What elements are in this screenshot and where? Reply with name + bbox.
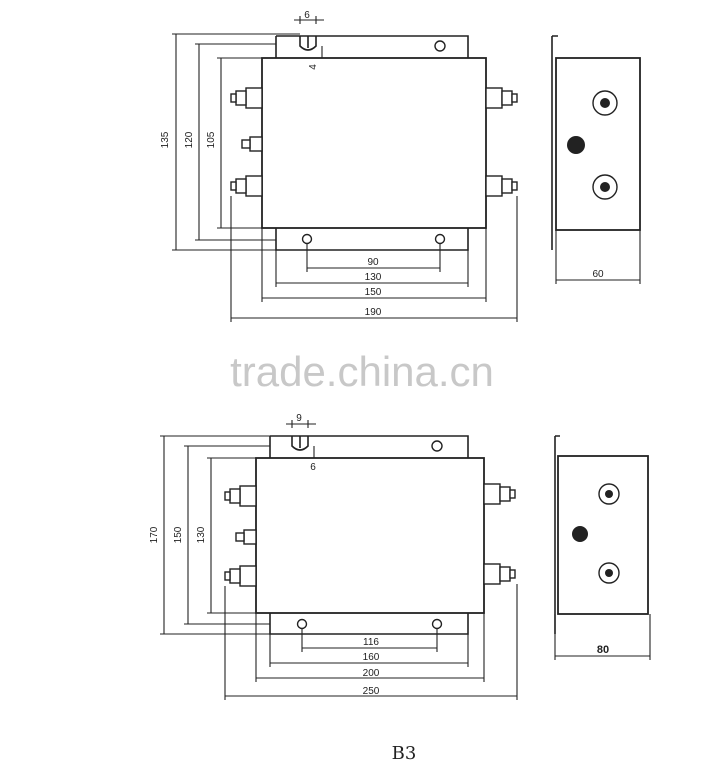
small-dim-width-overall	[230, 196, 518, 322]
small-bottom-hole-right	[434, 233, 446, 245]
large-label-height-inner: 130	[196, 526, 207, 543]
large-terminal-right-top	[483, 483, 516, 505]
large-side-body	[557, 455, 649, 615]
small-dim-height-inner	[217, 57, 262, 229]
large-mounting-slot	[291, 436, 309, 451]
large-label-side-depth: 80	[597, 644, 609, 656]
small-top-hole	[434, 40, 446, 52]
large-filter-front-view: 170 150 130 116 160 200 250 9 6	[149, 413, 518, 700]
small-terminal-right-bottom	[485, 175, 518, 197]
small-dim-width-body	[275, 250, 469, 287]
small-terminal-left-top	[230, 87, 263, 109]
small-dim-width-plate	[261, 196, 487, 302]
large-dim-side-depth	[554, 614, 651, 660]
large-filter-body	[255, 457, 485, 614]
small-mounting-plate	[275, 35, 469, 251]
large-dim-height-outer	[160, 435, 292, 635]
small-label-slot-width: 6	[304, 10, 310, 21]
small-label-width-body: 130	[365, 272, 382, 283]
large-bottom-hole-left	[296, 618, 308, 630]
large-label-height-mid: 150	[173, 526, 184, 543]
small-filter-side-view: 60	[551, 35, 641, 284]
large-label-slot-depth: 6	[310, 462, 316, 473]
large-dim-width-holes	[301, 629, 438, 652]
small-label-width-plate: 150	[365, 287, 382, 298]
small-mounting-slot	[299, 36, 317, 51]
large-label-height-outer: 170	[149, 526, 160, 543]
large-dim-height-inner	[207, 457, 256, 614]
large-filter-side-view: 80	[554, 435, 651, 660]
large-terminal-left-top	[224, 485, 257, 507]
small-label-height-inner: 105	[206, 131, 217, 148]
large-label-width-overall: 250	[363, 686, 380, 697]
small-label-height-outer: 135	[160, 131, 171, 148]
small-terminal-right-top	[485, 87, 518, 109]
small-dim-height-outer	[172, 33, 300, 251]
large-terminal-left-bottom	[224, 565, 257, 587]
small-terminal-left-ground	[241, 136, 263, 152]
small-filter-front-view: 135 120 105 90 130 150 190 6 4	[160, 10, 518, 322]
small-label-width-overall: 190	[365, 307, 382, 318]
large-label-slot-width: 9	[296, 413, 302, 424]
small-label-width-holes: 90	[367, 257, 379, 268]
large-label-width-holes: 116	[363, 637, 379, 648]
large-side-flange	[554, 435, 560, 634]
large-top-hole	[431, 440, 443, 452]
small-bottom-hole-left	[301, 233, 313, 245]
small-dim-side-depth	[555, 230, 641, 284]
small-side-flange	[551, 35, 558, 250]
small-label-height-mid: 120	[184, 131, 195, 148]
large-dim-width-overall	[224, 584, 518, 700]
large-dim-width-plate	[255, 584, 485, 682]
large-label-width-plate: 200	[363, 668, 380, 679]
small-filter-body	[261, 57, 487, 229]
small-dim-width-holes	[306, 244, 441, 272]
small-label-slot-depth: 4	[308, 64, 319, 70]
watermark: trade.china.cn	[230, 348, 494, 395]
large-label-width-body: 160	[363, 652, 380, 663]
small-dim-slot	[294, 16, 324, 58]
large-dim-slot	[286, 420, 316, 458]
small-side-ground-stud	[567, 136, 585, 154]
large-terminal-left-ground	[235, 529, 257, 545]
large-dim-width-body	[269, 634, 469, 667]
small-label-side-depth: 60	[592, 269, 604, 280]
figure-caption: B3	[392, 743, 417, 764]
large-terminal-right-bottom	[483, 563, 516, 585]
large-bottom-hole-right	[431, 618, 443, 630]
large-side-ground-stud	[572, 526, 588, 542]
small-terminal-left-bottom	[230, 175, 263, 197]
